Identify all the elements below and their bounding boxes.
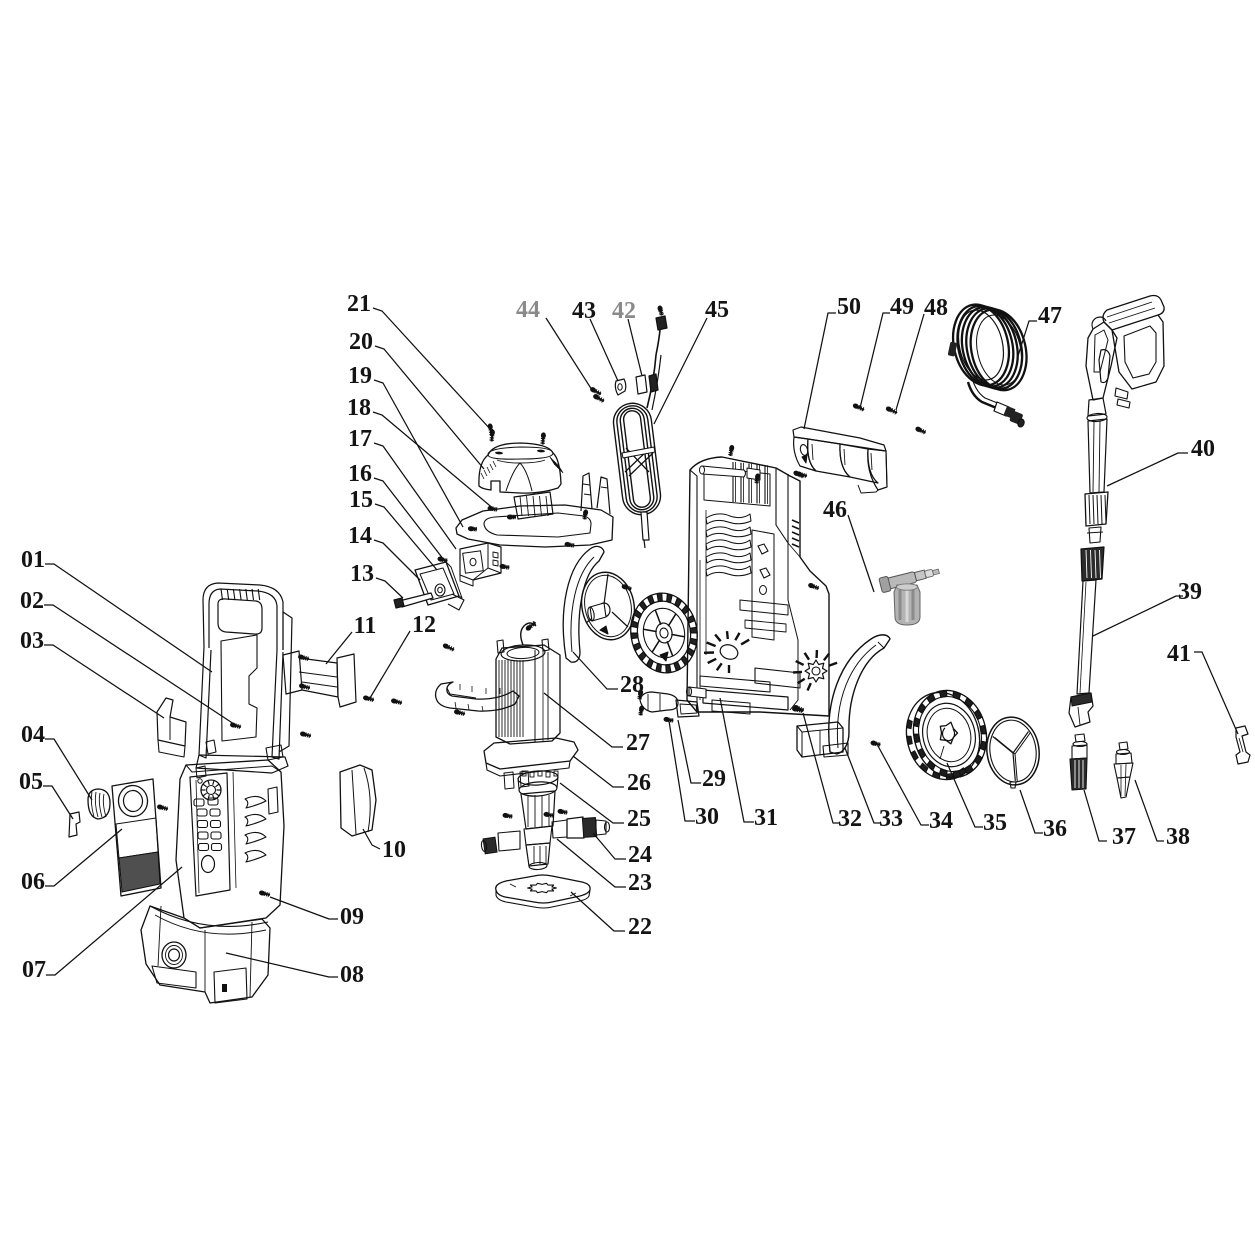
- svg-text:27: 27: [626, 730, 650, 756]
- svg-text:29: 29: [702, 766, 726, 792]
- svg-text:44: 44: [516, 297, 540, 323]
- svg-text:31: 31: [754, 805, 778, 831]
- svg-text:41: 41: [1167, 641, 1191, 667]
- svg-text:34: 34: [929, 808, 953, 834]
- svg-text:33: 33: [879, 806, 903, 832]
- svg-text:16: 16: [348, 461, 372, 487]
- svg-text:02: 02: [20, 588, 44, 614]
- svg-text:32: 32: [838, 806, 862, 832]
- svg-text:22: 22: [628, 914, 652, 940]
- svg-text:25: 25: [627, 806, 651, 832]
- svg-text:12: 12: [412, 612, 436, 638]
- svg-text:46: 46: [823, 497, 847, 523]
- svg-text:43: 43: [572, 298, 596, 324]
- svg-text:47: 47: [1038, 303, 1062, 329]
- svg-text:09: 09: [340, 904, 364, 930]
- svg-text:13: 13: [350, 561, 374, 587]
- svg-text:24: 24: [628, 842, 652, 868]
- svg-text:19: 19: [348, 363, 372, 389]
- svg-text:04: 04: [21, 722, 45, 748]
- svg-text:40: 40: [1191, 436, 1215, 462]
- svg-text:20: 20: [349, 329, 373, 355]
- svg-text:07: 07: [22, 957, 46, 983]
- svg-text:08: 08: [340, 962, 364, 988]
- svg-text:23: 23: [628, 870, 652, 896]
- svg-text:37: 37: [1112, 824, 1136, 850]
- svg-text:26: 26: [627, 770, 651, 796]
- svg-text:10: 10: [382, 837, 406, 863]
- svg-text:35: 35: [983, 810, 1007, 836]
- svg-text:28: 28: [620, 672, 644, 698]
- svg-text:45: 45: [705, 297, 729, 323]
- svg-text:05: 05: [19, 769, 43, 795]
- svg-text:48: 48: [924, 295, 948, 321]
- svg-text:06: 06: [21, 869, 45, 895]
- svg-text:21: 21: [347, 291, 371, 317]
- svg-text:18: 18: [347, 395, 371, 421]
- svg-text:11: 11: [354, 613, 377, 639]
- svg-text:17: 17: [348, 426, 372, 452]
- svg-text:30: 30: [695, 804, 719, 830]
- svg-text:38: 38: [1166, 824, 1190, 850]
- svg-text:14: 14: [348, 523, 372, 549]
- svg-text:50: 50: [837, 294, 861, 320]
- svg-text:49: 49: [890, 294, 914, 320]
- svg-text:01: 01: [21, 547, 45, 573]
- svg-text:39: 39: [1178, 579, 1202, 605]
- svg-text:36: 36: [1043, 816, 1067, 842]
- svg-text:03: 03: [20, 628, 44, 654]
- svg-text:42: 42: [612, 298, 636, 324]
- svg-text:15: 15: [349, 487, 373, 513]
